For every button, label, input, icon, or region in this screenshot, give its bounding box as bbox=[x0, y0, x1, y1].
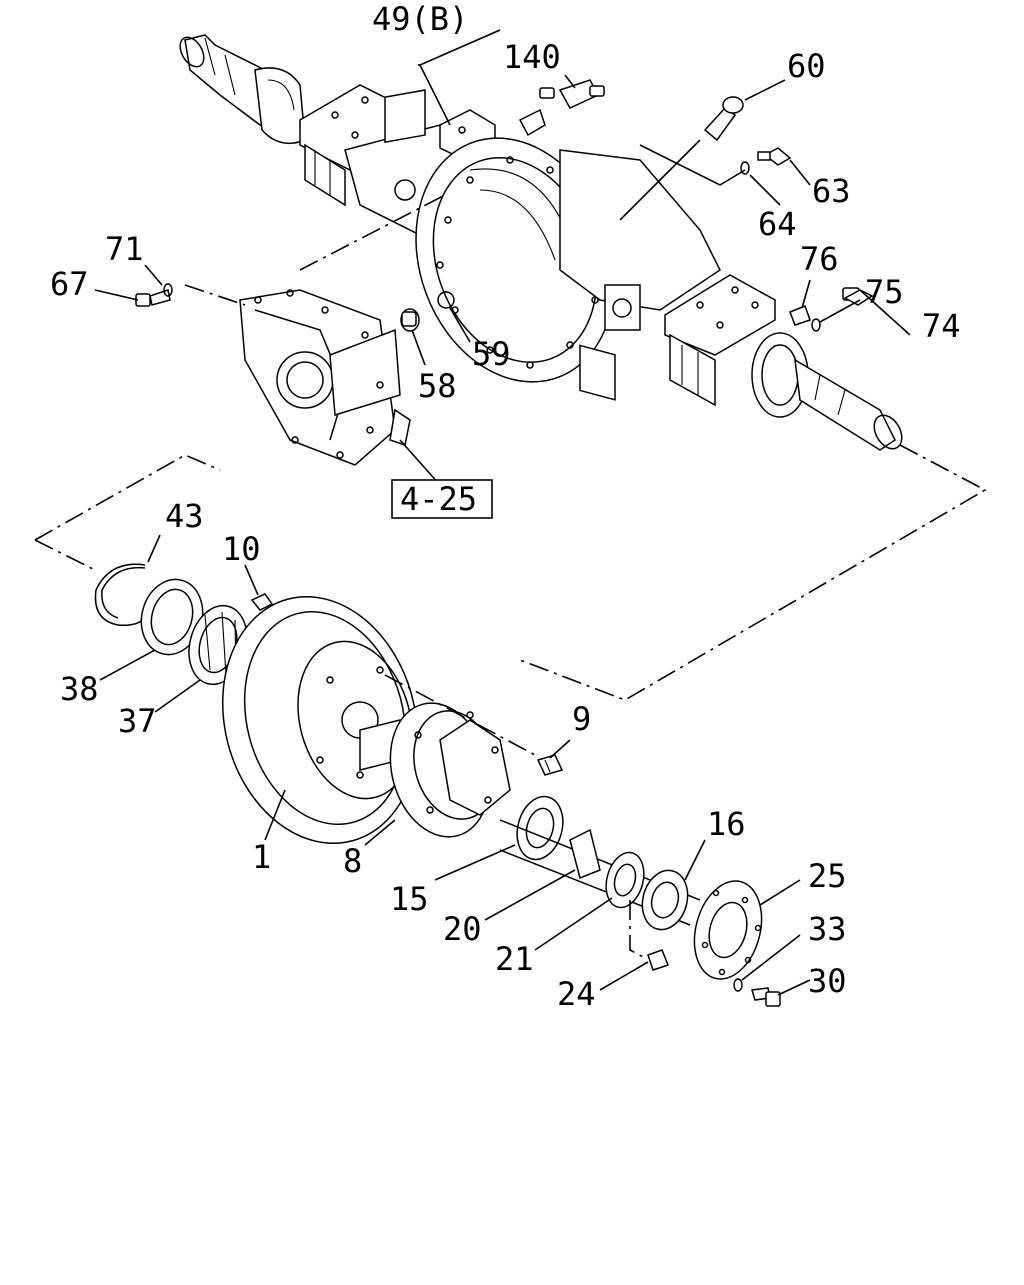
callout-33: 33 bbox=[808, 910, 847, 948]
o-ring-59 bbox=[437, 291, 455, 309]
callout-74: 74 bbox=[922, 307, 961, 345]
callout-60: 60 bbox=[787, 47, 826, 85]
callout-59: 59 bbox=[472, 335, 511, 373]
bolt-67 bbox=[135, 283, 173, 307]
callout-8: 8 bbox=[343, 842, 362, 880]
callout-labels: 49(B) 140 60 63 64 71 67 76 75 74 58 59 … bbox=[50, 0, 961, 1013]
axle-housing bbox=[179, 34, 903, 451]
stud-9 bbox=[536, 754, 564, 776]
callout-63: 63 bbox=[812, 172, 851, 210]
callout-25: 25 bbox=[808, 857, 847, 895]
reference-box-4-25[interactable]: 4-25 bbox=[391, 479, 493, 519]
callout-37: 37 bbox=[118, 702, 157, 740]
differential-carrier bbox=[239, 289, 411, 466]
callout-9: 9 bbox=[572, 700, 591, 738]
housing-bolt-holes bbox=[436, 156, 604, 369]
bolt-63 bbox=[740, 147, 792, 175]
bracket-140 bbox=[518, 79, 605, 137]
callout-20: 20 bbox=[443, 910, 482, 948]
lock-plate-21 bbox=[605, 851, 645, 909]
nut-76 bbox=[789, 287, 874, 332]
callout-16: 16 bbox=[707, 805, 746, 843]
callout-43: 43 bbox=[165, 497, 204, 535]
callout-71: 71 bbox=[105, 230, 144, 268]
reference-box-label: 4-25 bbox=[400, 480, 477, 518]
oil-seal-16 bbox=[641, 869, 689, 931]
callout-10: 10 bbox=[222, 530, 261, 568]
callout-15: 15 bbox=[390, 880, 429, 918]
callout-1: 1 bbox=[252, 838, 271, 876]
callout-58: 58 bbox=[418, 367, 457, 405]
bolt-60 bbox=[703, 96, 744, 142]
callout-140: 140 bbox=[503, 38, 561, 76]
callout-67: 67 bbox=[50, 265, 89, 303]
callout-21: 21 bbox=[495, 940, 534, 978]
shaft-flange-25 bbox=[693, 880, 763, 980]
lock-washer-20 bbox=[569, 828, 601, 880]
oil-seal-38 bbox=[140, 578, 204, 656]
brake-drum-1 bbox=[221, 596, 419, 844]
callout-24: 24 bbox=[557, 975, 596, 1013]
bearing-15 bbox=[516, 795, 564, 861]
assembly-centerlines bbox=[34, 194, 987, 959]
hub-8 bbox=[359, 702, 511, 838]
callout-38: 38 bbox=[60, 670, 99, 708]
callout-75: 75 bbox=[865, 273, 904, 311]
callout-76: 76 bbox=[800, 240, 839, 278]
plug-58 bbox=[400, 308, 420, 332]
bolt-30 bbox=[751, 987, 781, 1007]
callout-49b: 49(B) bbox=[372, 0, 468, 38]
leader-lines bbox=[94, 29, 911, 996]
washer-33 bbox=[733, 978, 743, 992]
bolt-24 bbox=[647, 949, 669, 971]
nut-10 bbox=[250, 593, 274, 611]
callout-30: 30 bbox=[808, 962, 847, 1000]
callout-64: 64 bbox=[758, 205, 797, 243]
